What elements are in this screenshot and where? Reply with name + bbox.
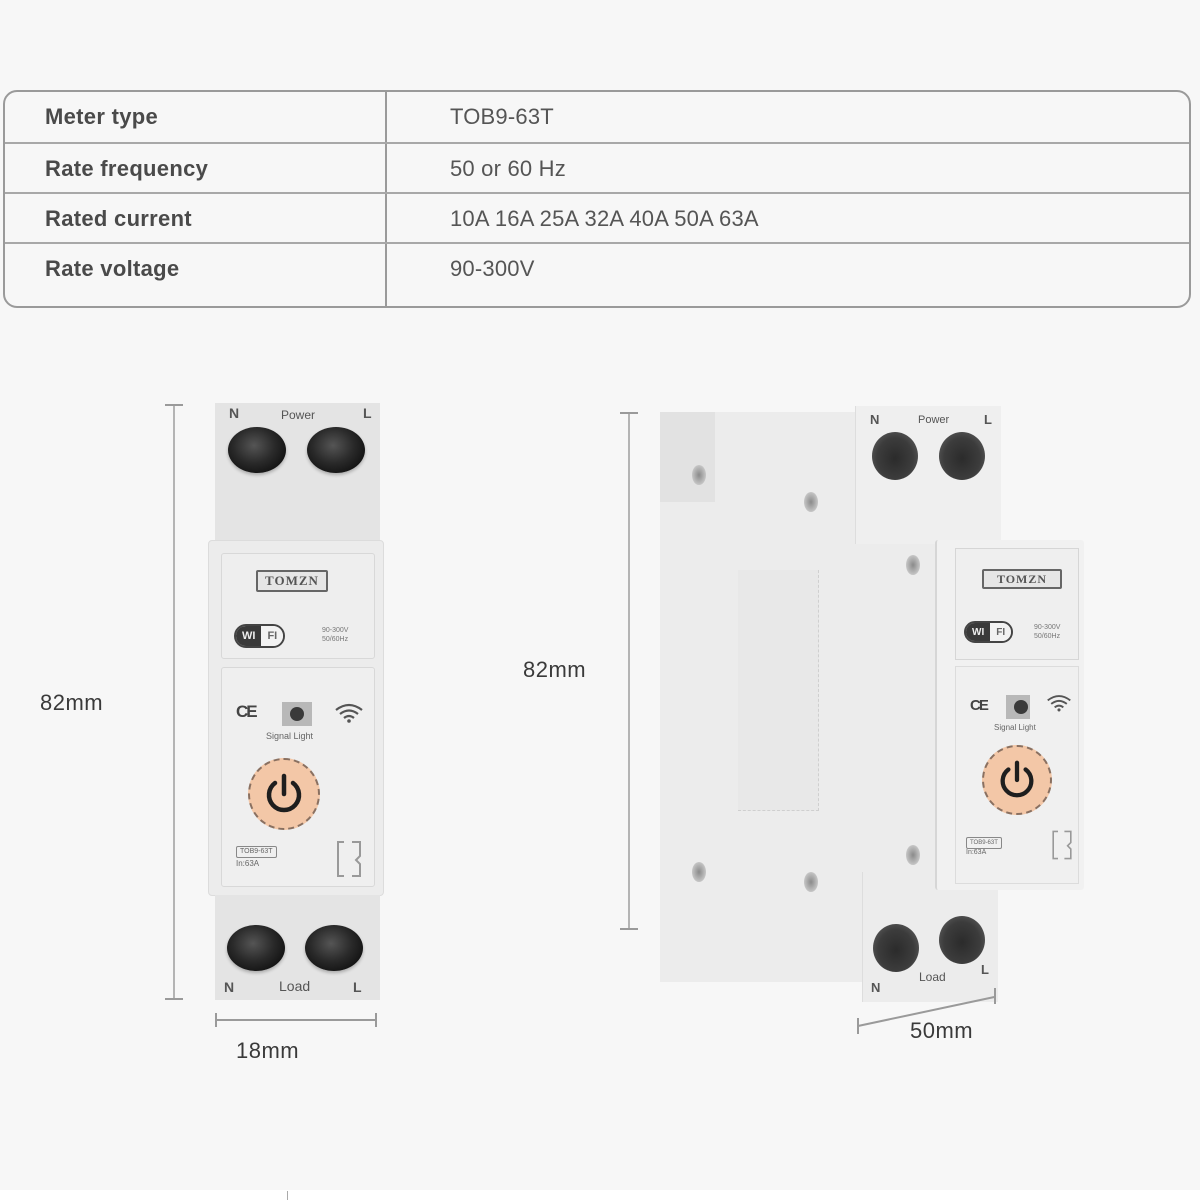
wifi-badge-left: WI <box>236 626 262 646</box>
bottom-edge <box>0 1190 1200 1200</box>
screw-terminal-icon <box>227 925 285 971</box>
terminal-l-label: L <box>353 979 362 995</box>
screw-terminal-icon <box>872 432 918 480</box>
model-number-box: TOB9-63T <box>966 837 1002 849</box>
screw-terminal-icon <box>873 924 919 972</box>
screw-terminal-icon <box>228 427 286 473</box>
terminal-load-label: Load <box>919 970 946 984</box>
spec-value: 90-300V <box>450 256 535 281</box>
mounting-hole-icon <box>692 465 706 485</box>
spec-label: Meter type <box>45 104 159 129</box>
power-button[interactable] <box>982 745 1052 815</box>
spec-row-current: Rated current 10A 16A 25A 32A 40A 50A 63… <box>5 192 1189 244</box>
dimension-tick <box>994 988 996 1004</box>
spec-row-voltage: Rate voltage 90-300V <box>5 242 1189 294</box>
side-height-dimension-line <box>620 412 638 930</box>
power-icon <box>1000 760 1034 798</box>
rating-line-2: 50/60Hz <box>322 636 349 643</box>
column-divider <box>385 92 387 306</box>
mounting-hole-icon <box>692 862 706 882</box>
mounting-hole-icon <box>804 492 818 512</box>
signal-light-label: Signal Light <box>994 723 1036 732</box>
screw-terminal-icon <box>939 432 985 480</box>
spec-label: Rate voltage <box>45 256 180 281</box>
terminal-power-label: Power <box>281 408 316 422</box>
side-device-front-face: TOMZN WI FI 90-300V 50/60Hz CE Signal Li… <box>935 540 1084 890</box>
brand-logo: TOMZN <box>256 570 328 592</box>
wifi-badge: WI FI <box>964 621 1014 643</box>
side-bottom-terminal-block: N Load L <box>862 872 998 1002</box>
power-icon <box>266 773 302 813</box>
wifi-icon <box>1047 695 1071 712</box>
wifi-badge-left: WI <box>966 623 991 641</box>
bottom-tick-mark <box>287 1191 288 1200</box>
mounting-hole-icon <box>906 845 920 865</box>
power-button[interactable] <box>248 758 320 830</box>
front-height-dimension-line <box>165 404 183 1000</box>
ce-mark-icon: CE <box>236 702 258 721</box>
spec-table: Meter type TOB9-63T Rate frequency 50 or… <box>3 90 1191 308</box>
mounting-hole-icon <box>804 872 818 892</box>
side-control-panel: CE Signal Light TOB9-63T In:63A <box>955 666 1079 884</box>
front-top-terminal-block: N Power L <box>215 403 380 543</box>
wifi-badge: WI FI <box>234 624 286 648</box>
signal-light-icon <box>1006 695 1030 719</box>
rating-line-1: 90-300V <box>322 627 349 634</box>
brand-logo: TOMZN <box>982 569 1062 589</box>
screw-terminal-icon <box>939 916 985 964</box>
signal-light-label: Signal Light <box>266 731 314 741</box>
signal-light-icon <box>282 702 312 726</box>
din-rail-mark-icon <box>1052 830 1072 860</box>
side-height-label: 82mm <box>523 657 587 682</box>
spec-label: Rate frequency <box>45 156 209 181</box>
wifi-icon <box>335 703 363 723</box>
terminal-l-label: L <box>363 405 372 421</box>
terminal-l-label: L <box>984 412 992 427</box>
spec-value: 50 or 60 Hz <box>450 156 566 181</box>
din-clip <box>660 412 715 502</box>
spec-label: Rated current <box>45 206 192 231</box>
model-current-rating: In:63A <box>966 849 987 856</box>
side-panel-recess <box>738 570 819 811</box>
spec-row-meter-type: Meter type TOB9-63T <box>5 92 1189 142</box>
rating-line-1: 90-300V <box>1034 624 1061 631</box>
spec-row-frequency: Rate frequency 50 or 60 Hz <box>5 142 1189 194</box>
front-height-label: 82mm <box>40 690 104 715</box>
spec-value: TOB9-63T <box>450 104 554 129</box>
screw-terminal-icon <box>305 925 363 971</box>
terminal-n-label: N <box>871 980 881 995</box>
mounting-hole-icon <box>906 555 920 575</box>
terminal-n-label: N <box>870 412 880 427</box>
model-number-box: TOB9-63T <box>236 846 277 858</box>
din-rail-mark-icon <box>337 841 361 877</box>
front-control-panel: CE Signal Light TOB9-63T In:63A <box>221 667 375 887</box>
side-depth-label: 50mm <box>910 1018 974 1043</box>
front-width-dimension-line <box>215 1013 377 1027</box>
terminal-power-label: Power <box>918 414 950 426</box>
wifi-badge-right: FI <box>261 626 284 646</box>
front-device-body: TOMZN WI FI 90-300V 50/60Hz CE Signal Li… <box>208 540 384 896</box>
terminal-l-label: L <box>981 962 989 977</box>
side-top-terminal-block: N Power L <box>855 406 1001 544</box>
screw-terminal-icon <box>307 427 365 473</box>
front-bottom-terminal-block: N Load L <box>215 895 380 1000</box>
terminal-load-label: Load <box>279 978 311 994</box>
ce-mark-icon: CE <box>970 697 989 714</box>
front-label-panel: TOMZN WI FI 90-300V 50/60Hz <box>221 553 375 659</box>
terminal-n-label: N <box>224 979 235 995</box>
model-current-rating: In:63A <box>236 859 260 868</box>
terminal-n-label: N <box>229 405 240 421</box>
side-label-panel: TOMZN WI FI 90-300V 50/60Hz <box>955 548 1079 660</box>
rating-line-2: 50/60Hz <box>1034 633 1061 640</box>
wifi-badge-right: FI <box>990 623 1012 641</box>
spec-value: 10A 16A 25A 32A 40A 50A 63A <box>450 206 759 231</box>
dimension-tick <box>857 1018 859 1034</box>
front-width-label: 18mm <box>236 1038 300 1063</box>
